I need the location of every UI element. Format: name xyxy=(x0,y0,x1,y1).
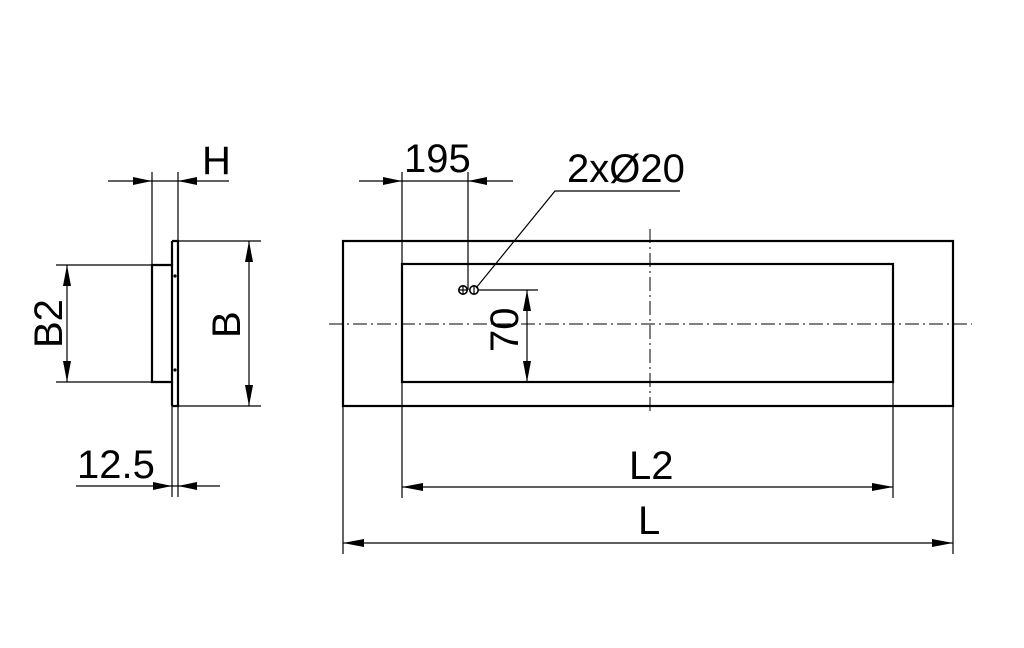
label-holes: 2xØ20 xyxy=(567,147,685,191)
label-b2: B2 xyxy=(27,299,71,348)
inner-opening xyxy=(400,262,895,384)
holes-leader-line xyxy=(475,190,680,289)
mounting-holes xyxy=(457,284,479,295)
label-70: 70 xyxy=(483,308,527,353)
side-flange xyxy=(172,239,180,408)
label-l: L xyxy=(638,499,660,543)
label-l2: L2 xyxy=(629,444,674,488)
label-b: B xyxy=(205,311,249,338)
side-view: H B B2 12.5 xyxy=(27,139,261,497)
label-12-5: 12.5 xyxy=(77,443,155,487)
label-195: 195 xyxy=(404,137,471,181)
label-h: H xyxy=(202,139,231,183)
front-view: 195 2xØ20 70 L2 L xyxy=(329,137,972,554)
hole-icon xyxy=(457,284,468,295)
side-body xyxy=(150,263,174,384)
